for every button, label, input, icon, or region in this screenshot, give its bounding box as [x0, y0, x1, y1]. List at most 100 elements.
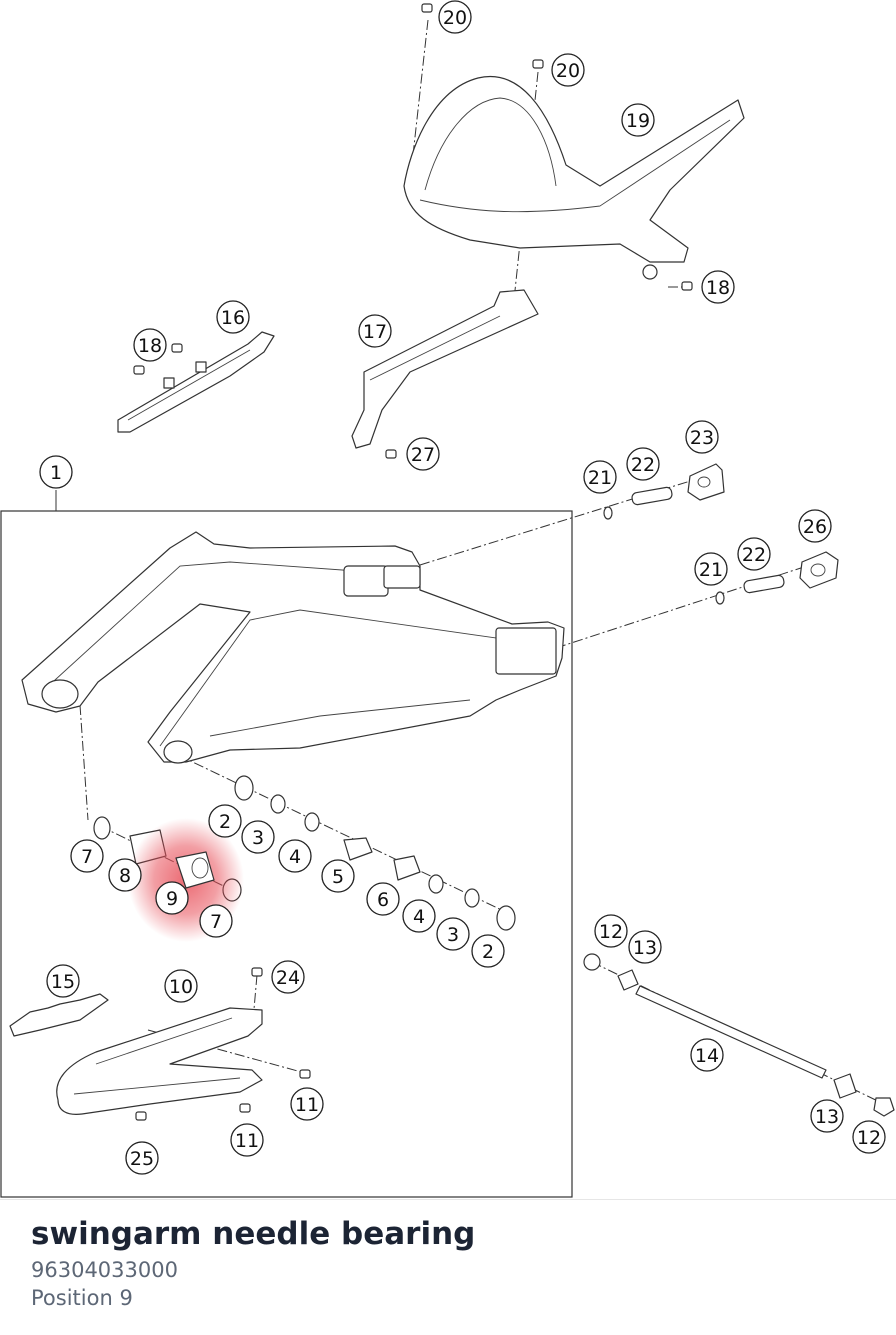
callout-circle [208, 804, 242, 838]
callout-2a[interactable]: 2 [208, 804, 242, 838]
callout-circle [358, 314, 392, 348]
callout-number: 13 [815, 1106, 839, 1128]
callout-circle [278, 839, 312, 873]
callout-22a[interactable]: 22 [626, 447, 660, 481]
callout-number: 22 [631, 454, 655, 476]
callout-11a[interactable]: 11 [290, 1087, 324, 1121]
callout-circle [628, 930, 662, 964]
callout-number: 12 [599, 921, 623, 943]
separator [0, 1199, 896, 1200]
callout-number: 3 [252, 827, 264, 849]
callout-circle [626, 447, 660, 481]
callout-number: 7 [210, 911, 222, 933]
callout-10[interactable]: 10 [164, 969, 198, 1003]
callout-1[interactable]: 1 [39, 455, 73, 489]
callout-12b[interactable]: 12 [852, 1120, 886, 1154]
callout-11b[interactable]: 11 [230, 1123, 264, 1157]
callout-circle [685, 420, 719, 454]
callout-number: 11 [235, 1130, 259, 1152]
callout-18b[interactable]: 18 [701, 270, 735, 304]
callout-17[interactable]: 17 [358, 314, 392, 348]
callout-circle [241, 820, 275, 854]
callout-circle [402, 899, 436, 933]
swingarm [21, 531, 565, 764]
callout-circle [701, 270, 735, 304]
callout-number: 11 [295, 1094, 319, 1116]
callout-21b[interactable]: 21 [694, 552, 728, 586]
callout-4a[interactable]: 4 [278, 839, 312, 873]
callout-2b[interactable]: 2 [471, 934, 505, 968]
callout-number: 4 [289, 846, 301, 868]
callout-circle [230, 1123, 264, 1157]
callout-number: 1 [50, 462, 62, 484]
callout-number: 2 [482, 941, 494, 963]
callout-18a[interactable]: 18 [133, 328, 167, 362]
callout-27[interactable]: 27 [406, 437, 440, 471]
callout-circle [321, 859, 355, 893]
callout-number: 14 [695, 1045, 719, 1067]
callout-number: 24 [276, 967, 300, 989]
callout-circle [594, 914, 628, 948]
screws [133, 3, 693, 1121]
callout-circle [621, 103, 655, 137]
callout-15[interactable]: 15 [46, 964, 80, 998]
callout-26[interactable]: 26 [798, 509, 832, 543]
chain-guard [351, 289, 539, 449]
callout-13b[interactable]: 13 [810, 1099, 844, 1133]
part-name: swingarm needle bearing [31, 1216, 476, 1252]
callout-24[interactable]: 24 [271, 960, 305, 994]
callout-3a[interactable]: 3 [241, 820, 275, 854]
callout-14[interactable]: 14 [690, 1038, 724, 1072]
callout-number: 5 [332, 866, 344, 888]
callout-circle [583, 460, 617, 494]
callout-25[interactable]: 25 [125, 1141, 159, 1175]
callout-number: 8 [119, 865, 131, 887]
callout-number: 2 [219, 811, 231, 833]
callout-21a[interactable]: 21 [583, 460, 617, 494]
callout-circle [406, 437, 440, 471]
callout-number: 9 [166, 888, 178, 910]
callout-6[interactable]: 6 [366, 882, 400, 916]
callout-number: 21 [699, 559, 723, 581]
callout-23[interactable]: 23 [685, 420, 719, 454]
callout-13a[interactable]: 13 [628, 930, 662, 964]
callout-number: 15 [51, 971, 75, 993]
callout-9[interactable]: 9 [155, 881, 189, 915]
callout-number: 13 [633, 937, 657, 959]
callout-5[interactable]: 5 [321, 859, 355, 893]
callout-number: 23 [690, 427, 714, 449]
callout-12a[interactable]: 12 [594, 914, 628, 948]
callout-number: 19 [626, 110, 650, 132]
callout-20a[interactable]: 20 [438, 0, 472, 34]
callout-circle [471, 934, 505, 968]
callout-16[interactable]: 16 [216, 300, 250, 334]
callout-number: 26 [803, 516, 827, 538]
callout-circle [216, 300, 250, 334]
callout-number: 20 [443, 7, 467, 29]
callout-22b[interactable]: 22 [737, 537, 771, 571]
rear-mudguard [403, 75, 745, 280]
bracket [117, 331, 275, 433]
callout-7b[interactable]: 7 [199, 904, 233, 938]
callout-8[interactable]: 8 [108, 858, 142, 892]
part-number[interactable]: 96304033000 [31, 1258, 178, 1282]
callout-number: 3 [447, 924, 459, 946]
chain-adjuster-right [603, 463, 839, 605]
callout-19[interactable]: 19 [621, 103, 655, 137]
callout-3b[interactable]: 3 [436, 917, 470, 951]
callout-4b[interactable]: 4 [402, 899, 436, 933]
callout-number: 18 [138, 335, 162, 357]
callout-number: 16 [221, 307, 245, 329]
callout-circle [108, 858, 142, 892]
part-position: Position 9 [31, 1286, 133, 1310]
callout-20b[interactable]: 20 [551, 53, 585, 87]
assembly-frame [0, 490, 573, 1198]
callout-number: 21 [588, 467, 612, 489]
callout-circle [737, 537, 771, 571]
callout-7a[interactable]: 7 [70, 839, 104, 873]
callout-circle [46, 964, 80, 998]
part-info-panel: swingarm needle bearing 96304033000 Posi… [31, 1212, 475, 1312]
callout-circle [133, 328, 167, 362]
callout-circle [694, 552, 728, 586]
